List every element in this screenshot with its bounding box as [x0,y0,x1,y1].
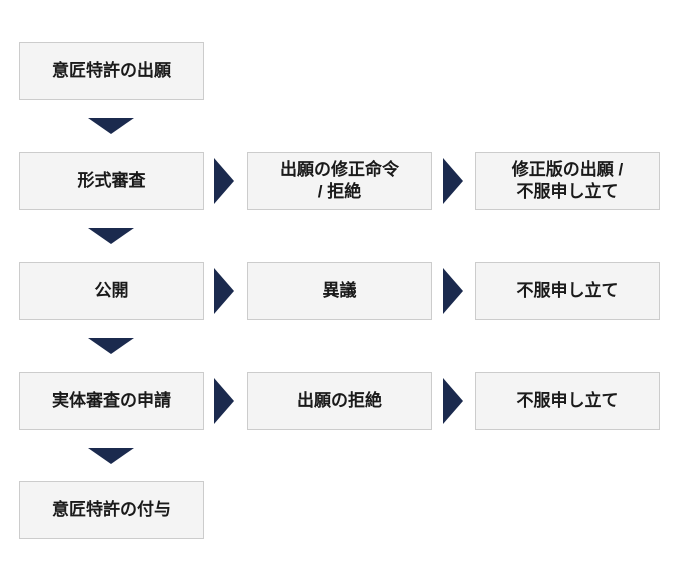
node-label: 形式審査 [77,171,146,190]
flow-node-publication: 公開 [19,262,204,320]
node-label: 公開 [94,281,129,300]
flow-node-amended-filing-appeal: 修正版の出願 / 不服申し立て [475,152,660,210]
arrow-right-icon [214,268,234,314]
node-label: 不服申し立て [516,281,619,300]
node-label: 出願の修正命令 / 拒絶 [280,160,399,201]
flow-node-opposition-appeal: 不服申し立て [475,262,660,320]
node-label: 意匠特許の付与 [52,500,171,519]
node-label: 出願の拒絶 [297,391,382,410]
flow-node-substantive-examination-request: 実体審査の申請 [19,372,204,430]
node-label: 不服申し立て [516,391,619,410]
node-label: 意匠特許の出願 [52,61,171,80]
flow-node-design-patent-grant: 意匠特許の付与 [19,481,204,539]
arrow-down-icon [88,448,134,464]
arrow-right-icon [214,378,234,424]
arrow-right-icon [443,158,463,204]
flow-node-opposition: 異議 [247,262,432,320]
flow-node-application-rejection: 出願の拒絶 [247,372,432,430]
flow-node-rejection-appeal: 不服申し立て [475,372,660,430]
node-label: 修正版の出願 / 不服申し立て [511,160,624,201]
flow-node-design-patent-application: 意匠特許の出願 [19,42,204,100]
arrow-right-icon [443,268,463,314]
arrow-right-icon [214,158,234,204]
node-label: 実体審査の申請 [52,391,171,410]
arrow-right-icon [443,378,463,424]
flow-node-formality-examination: 形式審査 [19,152,204,210]
arrow-down-icon [88,118,134,134]
node-label: 異議 [322,281,357,300]
flow-node-amendment-order-rejection: 出願の修正命令 / 拒絶 [247,152,432,210]
arrow-down-icon [88,338,134,354]
arrow-down-icon [88,228,134,244]
